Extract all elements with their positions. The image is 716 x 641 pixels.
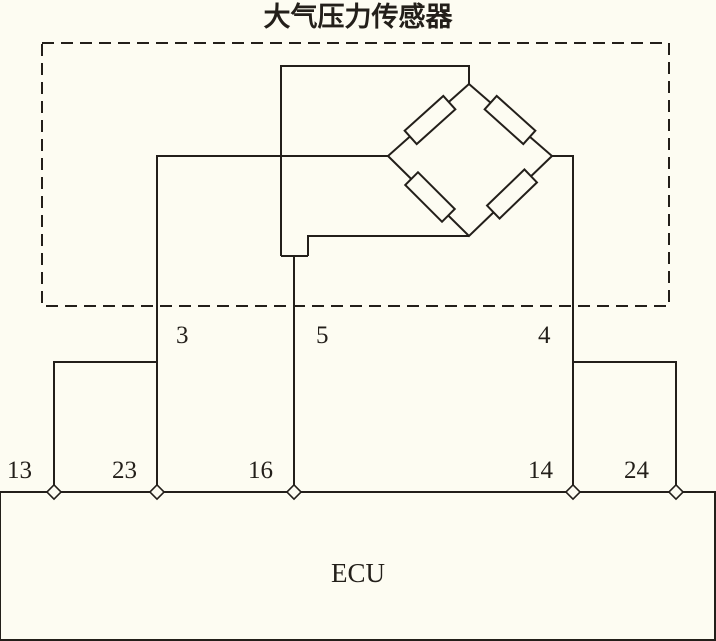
wire-pin-3	[156, 155, 388, 491]
wire-pin-24	[573, 361, 677, 491]
wire-pin-4	[552, 155, 574, 491]
bridge-resistors	[403, 94, 539, 224]
node-13	[45, 483, 63, 501]
ecu-pin-13-label: 13	[7, 457, 32, 484]
ecu-connection-nodes	[45, 483, 685, 501]
node-23	[148, 483, 166, 501]
ecu-pin-14-label: 14	[528, 457, 554, 484]
sensor-pin-4-label: 4	[538, 322, 551, 349]
wire-pin-13	[53, 361, 157, 491]
bridge-network	[280, 65, 554, 257]
node-14	[564, 483, 582, 501]
ecu-label: ECU	[331, 558, 385, 588]
resistor-bottom-right	[485, 168, 539, 220]
sensor-pin-5-label: 5	[316, 322, 329, 349]
ecu-pin-16-label: 16	[248, 457, 273, 484]
sensor-title: 大气压力传感器	[264, 1, 454, 33]
resistor-top-right	[483, 94, 537, 146]
ecu-pin-23-label: 23	[112, 457, 137, 484]
sensor-enclosure	[41, 42, 670, 307]
ecu-box	[0, 491, 716, 641]
node-16	[285, 483, 303, 501]
node-24	[667, 483, 685, 501]
resistor-bottom-left	[403, 170, 457, 224]
sensor-pin-3-label: 3	[176, 322, 189, 349]
resistor-top-left	[403, 94, 457, 146]
ecu-pin-24-label: 24	[624, 457, 650, 484]
